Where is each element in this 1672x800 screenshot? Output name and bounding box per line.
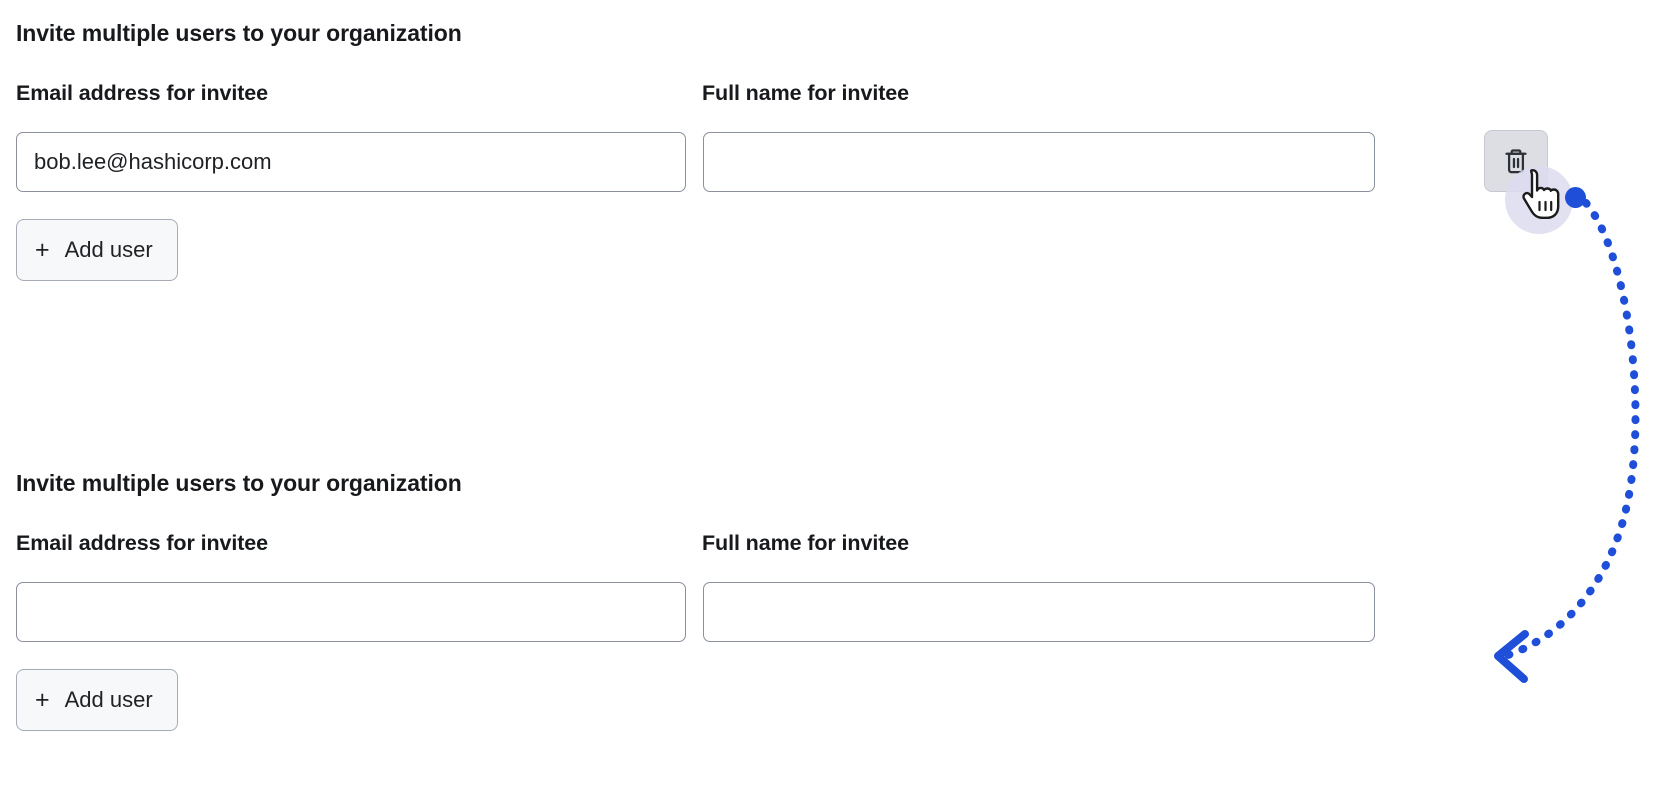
email-field-label: Email address for invitee [16, 81, 269, 105]
delete-invitee-button[interactable] [1484, 130, 1548, 192]
page-title-2: Invite multiple users to your organizati… [16, 470, 462, 496]
email-field-label-2: Email address for invitee [16, 531, 269, 555]
email-input-2[interactable] [16, 582, 686, 642]
plus-icon-2: + [35, 685, 50, 714]
fullname-field-label-2: Full name for invitee [702, 531, 909, 555]
fullname-input-2[interactable] [703, 582, 1375, 642]
fullname-input[interactable] [703, 132, 1375, 192]
add-user-label: Add user [64, 237, 153, 262]
click-dot [1565, 187, 1586, 208]
email-input[interactable] [16, 132, 686, 192]
fullname-field-label: Full name for invitee [702, 81, 909, 105]
add-user-button-2[interactable]: + Add user [16, 669, 178, 731]
plus-icon: + [35, 235, 50, 264]
add-user-button[interactable]: + Add user [16, 219, 178, 281]
add-user-label-2: Add user [64, 687, 153, 712]
page-title: Invite multiple users to your organizati… [16, 20, 462, 46]
trash-icon [1503, 147, 1529, 175]
